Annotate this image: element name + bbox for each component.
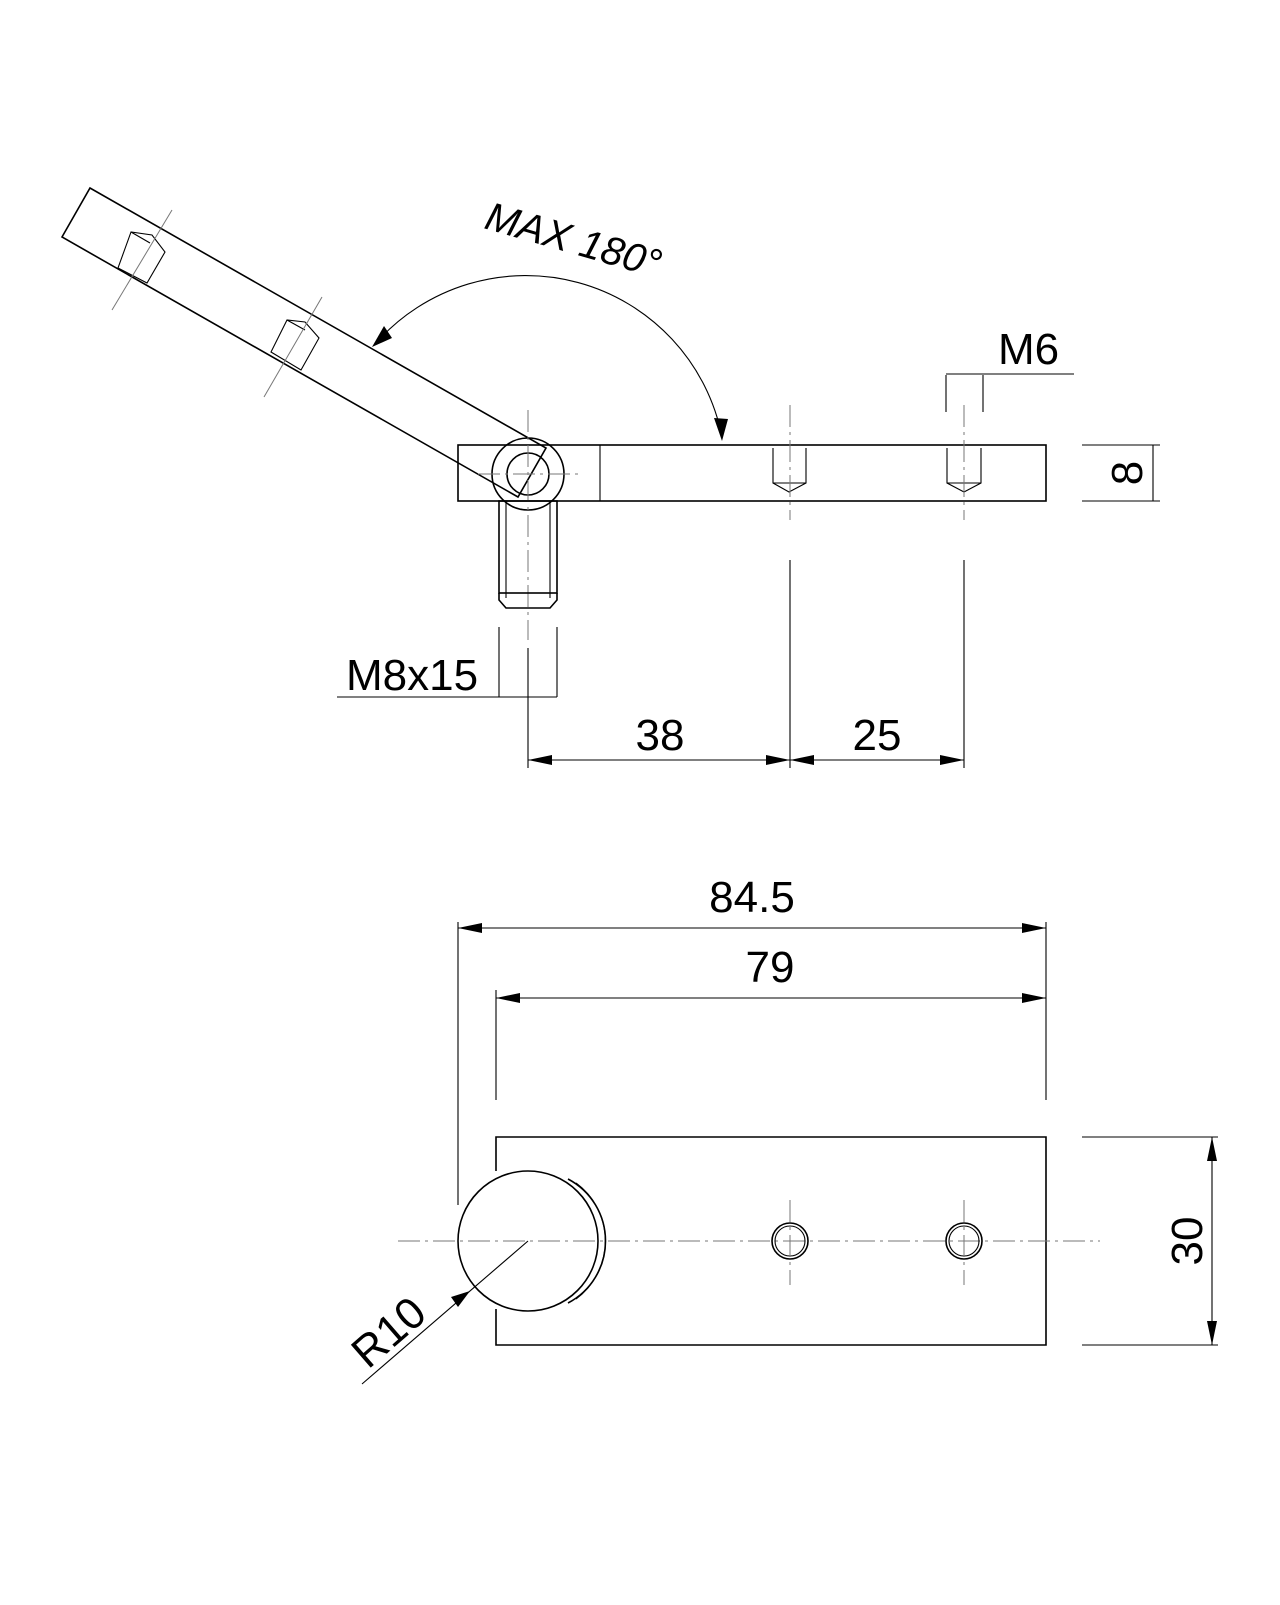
- knuckle-circle: [457, 1170, 607, 1312]
- m6-callout: M6: [945, 325, 1074, 412]
- overall-length-dimension: 84.5: [457, 873, 1047, 1205]
- width-dimension: 30: [1082, 1136, 1218, 1346]
- rotated-leaf-hole-1: [111, 209, 173, 311]
- tapped-hole-1: [772, 405, 807, 520]
- rotated-leaf: [60, 186, 548, 499]
- pin: [498, 500, 558, 609]
- pin-label: M8x15: [346, 651, 478, 700]
- dim-25: 25: [853, 711, 902, 760]
- radius-dimension: R10: [342, 1240, 529, 1385]
- radius-label: R10: [342, 1288, 435, 1378]
- horizontal-leaf: [457, 405, 1047, 640]
- plate-length-label: 79: [746, 943, 795, 992]
- rotated-leaf-hole-2: [263, 296, 323, 398]
- tapped-hole-2: [946, 405, 982, 520]
- dim-38: 38: [636, 711, 685, 760]
- angle-dimension: MAX 180°: [372, 194, 728, 441]
- height-label: 8: [1103, 461, 1152, 485]
- hole-spacing-dimensions: 38 25: [527, 560, 965, 768]
- thread-label: M6: [998, 325, 1059, 374]
- width-label: 30: [1163, 1217, 1212, 1266]
- plate-length-dimension: 79: [495, 943, 1046, 1100]
- plate-hole-1: [771, 1200, 809, 1285]
- m8-callout: M8x15: [337, 627, 558, 700]
- angle-label: MAX 180°: [481, 194, 667, 286]
- plate-hole-2: [945, 1200, 983, 1285]
- height-dimension: 8: [1082, 444, 1160, 502]
- bottom-view: 84.5 79: [342, 873, 1218, 1385]
- overall-length-label: 84.5: [709, 873, 795, 922]
- top-view: MAX 180°: [60, 186, 1160, 768]
